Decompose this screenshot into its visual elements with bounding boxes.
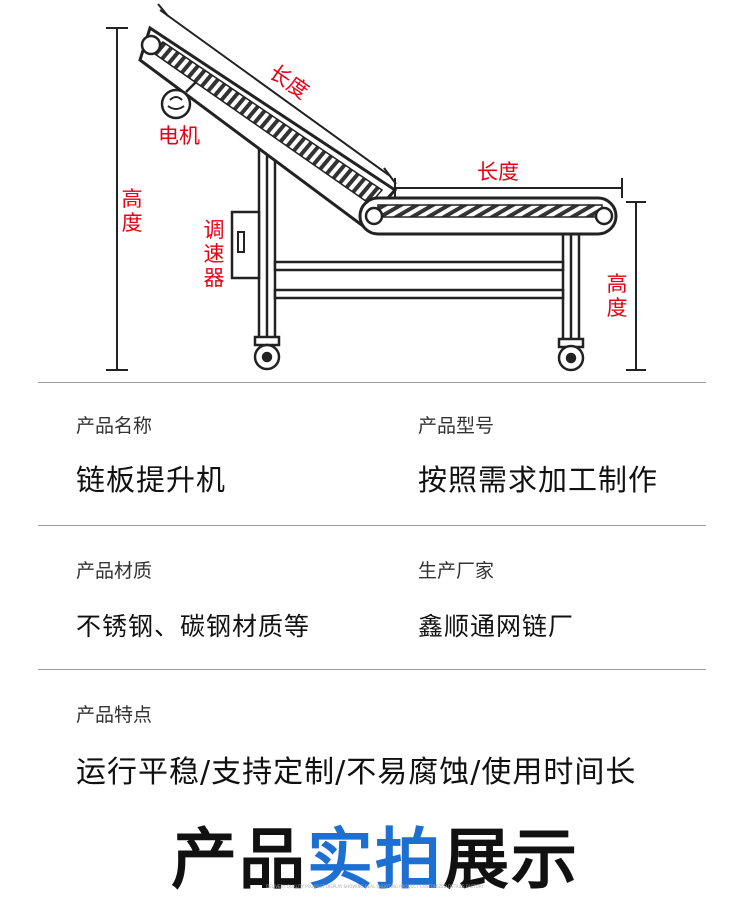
heading-part1: 产品 bbox=[171, 821, 307, 898]
features-value: 运行平稳/支持定制/不易腐蚀/使用时间长 bbox=[76, 755, 637, 790]
motor-icon bbox=[160, 81, 197, 120]
flat-belt bbox=[358, 196, 618, 236]
dimension-lines bbox=[106, 3, 646, 371]
flat-length-label: 长度 bbox=[477, 160, 519, 184]
motor-label: 电机 bbox=[158, 124, 200, 148]
spec-value-model: 按照需求加工制作 bbox=[418, 463, 659, 497]
spec-label-name: 产品名称 bbox=[76, 415, 153, 437]
heading-part2: 展示 bbox=[443, 821, 579, 898]
caster-wheels bbox=[253, 335, 585, 372]
spec-label-model: 产品型号 bbox=[418, 415, 495, 437]
heading-accent: 实拍 bbox=[307, 821, 443, 898]
spec-value-manufacturer: 鑫顺通网链厂 bbox=[418, 612, 575, 641]
divider bbox=[38, 525, 706, 526]
flat-height-label: 高度 bbox=[606, 272, 628, 320]
conveyor-drawing bbox=[106, 3, 646, 372]
features-label: 产品特点 bbox=[76, 704, 153, 726]
spec-value-material: 不锈钢、碳钢材质等 bbox=[76, 612, 311, 641]
spec-label-material: 产品材质 bbox=[76, 560, 153, 582]
fine-print: DELIVERY QUALITY PRODUCT DISPLAY SHOWING… bbox=[266, 884, 484, 889]
divider bbox=[38, 669, 706, 670]
spec-label-manufacturer: 生产厂家 bbox=[418, 560, 495, 582]
speed-regulator-label: 调速器 bbox=[203, 218, 225, 290]
frame-legs bbox=[230, 146, 581, 342]
divider bbox=[38, 382, 706, 383]
spec-value-name: 链板提升机 bbox=[76, 463, 227, 497]
overall-height-label: 高度 bbox=[121, 187, 143, 235]
conveyor-diagram: 长度 长度 电机 高度 调速器 高度 bbox=[0, 0, 750, 382]
section-heading: 产品实拍展示 bbox=[0, 806, 750, 902]
